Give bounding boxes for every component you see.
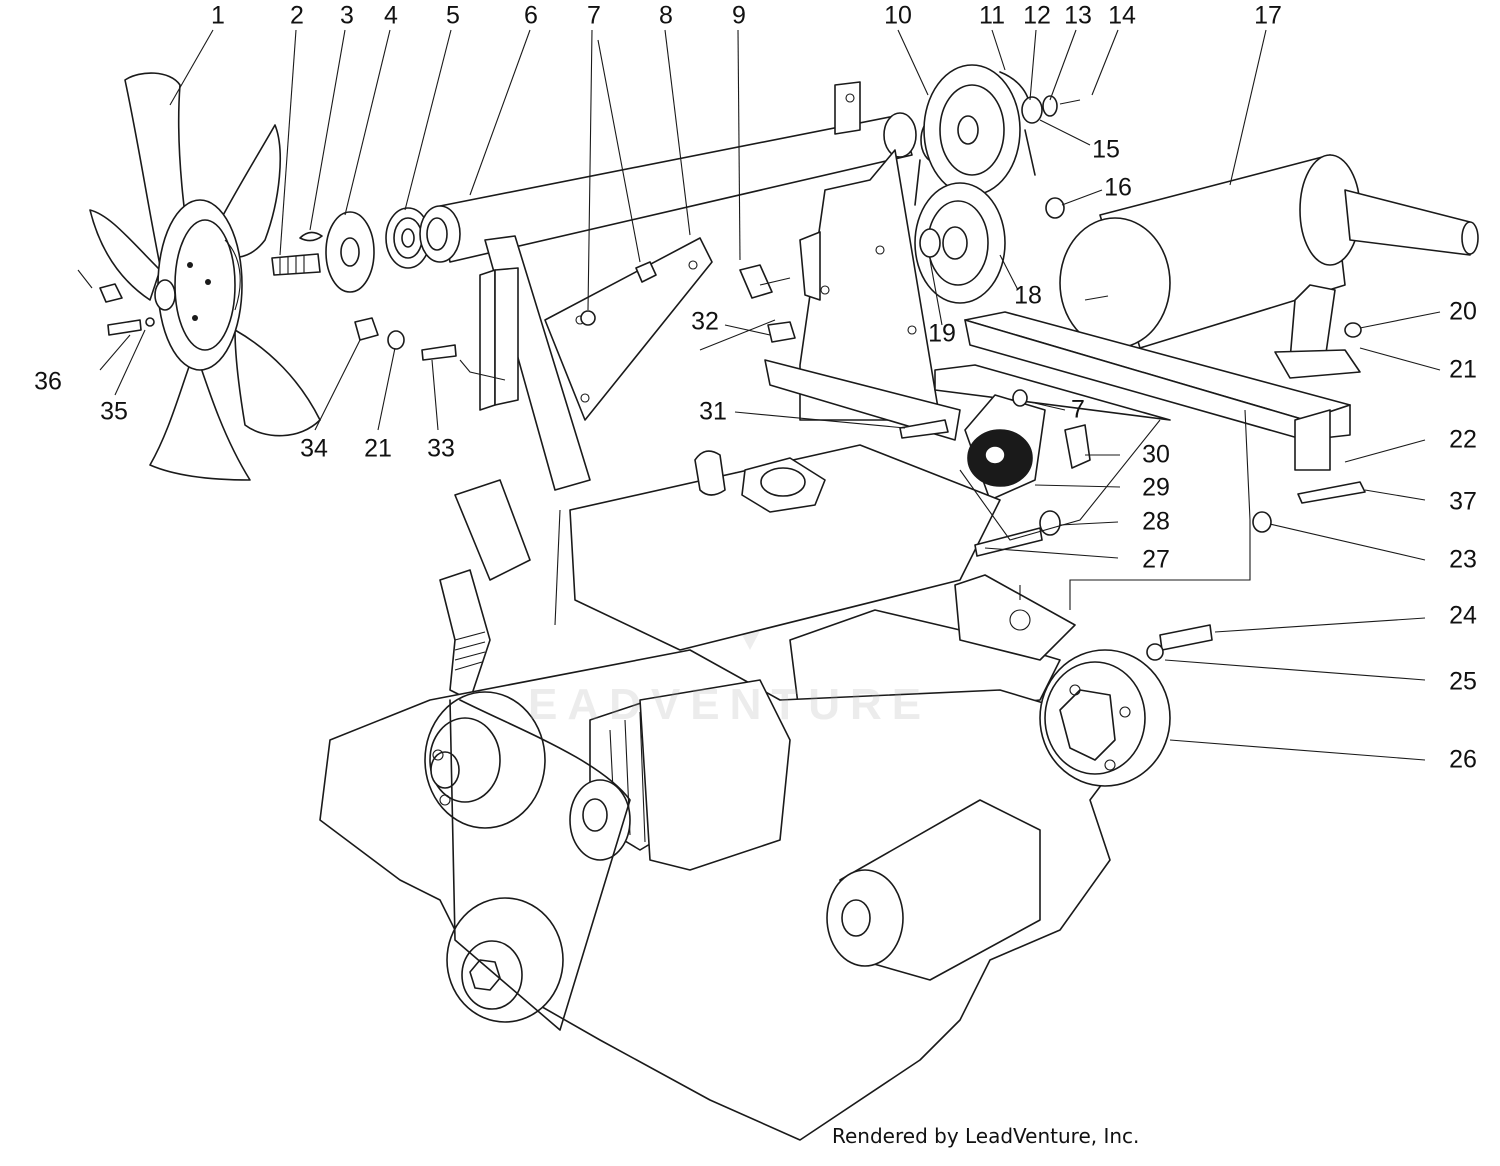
callout-11[interactable]: 11 <box>979 1 1005 30</box>
callout-30[interactable]: 30 <box>1142 440 1170 469</box>
fan <box>89 72 321 481</box>
callout-6[interactable]: 6 <box>524 1 538 30</box>
callout-12[interactable]: 12 <box>1023 1 1051 30</box>
callout-31[interactable]: 31 <box>699 397 727 426</box>
callout-22[interactable]: 22 <box>1449 425 1477 454</box>
callout-36[interactable]: 36 <box>34 367 62 396</box>
leader-lines <box>99 29 1441 761</box>
support-brackets <box>479 235 713 491</box>
idler-pulley <box>964 394 1091 501</box>
callout-9[interactable]: 9 <box>732 1 746 30</box>
callout-34[interactable]: 34 <box>300 434 328 463</box>
callout-17[interactable]: 17 <box>1254 1 1282 30</box>
callout-3[interactable]: 3 <box>340 1 354 30</box>
callout-4[interactable]: 4 <box>384 1 398 30</box>
callout-19[interactable]: 19 <box>928 319 956 348</box>
callout-21-left[interactable]: 21 <box>364 434 392 463</box>
callout-20[interactable]: 20 <box>1449 297 1477 326</box>
watermark-text: EADVENTURE <box>528 680 932 729</box>
callout-16[interactable]: 16 <box>1104 173 1132 202</box>
callout-25[interactable]: 25 <box>1449 667 1477 696</box>
callout-23[interactable]: 23 <box>1449 545 1477 574</box>
engine <box>319 444 1171 1141</box>
callout-37[interactable]: 37 <box>1449 487 1477 516</box>
callout-7-right[interactable]: 7 <box>1071 395 1085 424</box>
callout-2[interactable]: 2 <box>290 1 304 30</box>
callout-7[interactable]: 7 <box>587 1 601 30</box>
fan-hub-parts <box>271 207 431 293</box>
render-credit: Rendered by LeadVenture, Inc. <box>832 1124 1140 1148</box>
pulleys <box>914 64 1036 304</box>
callout-27[interactable]: 27 <box>1142 545 1170 574</box>
frame-rail <box>934 311 1351 471</box>
callout-1[interactable]: 1 <box>211 1 225 30</box>
callout-18[interactable]: 18 <box>1014 281 1042 310</box>
jackshaft-tube <box>419 81 917 263</box>
callout-5[interactable]: 5 <box>446 1 460 30</box>
callout-13[interactable]: 13 <box>1064 1 1092 30</box>
callout-8[interactable]: 8 <box>659 1 673 30</box>
callout-28[interactable]: 28 <box>1142 507 1170 536</box>
callout-29[interactable]: 29 <box>1142 473 1170 502</box>
center-bracket <box>764 149 961 441</box>
callout-21[interactable]: 21 <box>1449 355 1477 384</box>
muffler <box>1059 154 1479 379</box>
callout-32[interactable]: 32 <box>691 307 719 336</box>
pulley-hardware <box>1021 95 1081 219</box>
callout-35[interactable]: 35 <box>100 397 128 426</box>
callout-33[interactable]: 33 <box>427 434 455 463</box>
callout-26[interactable]: 26 <box>1449 745 1477 774</box>
callout-24[interactable]: 24 <box>1449 601 1477 630</box>
callout-15[interactable]: 15 <box>1092 135 1120 164</box>
callout-10[interactable]: 10 <box>884 1 912 30</box>
callout-14[interactable]: 14 <box>1108 1 1136 30</box>
